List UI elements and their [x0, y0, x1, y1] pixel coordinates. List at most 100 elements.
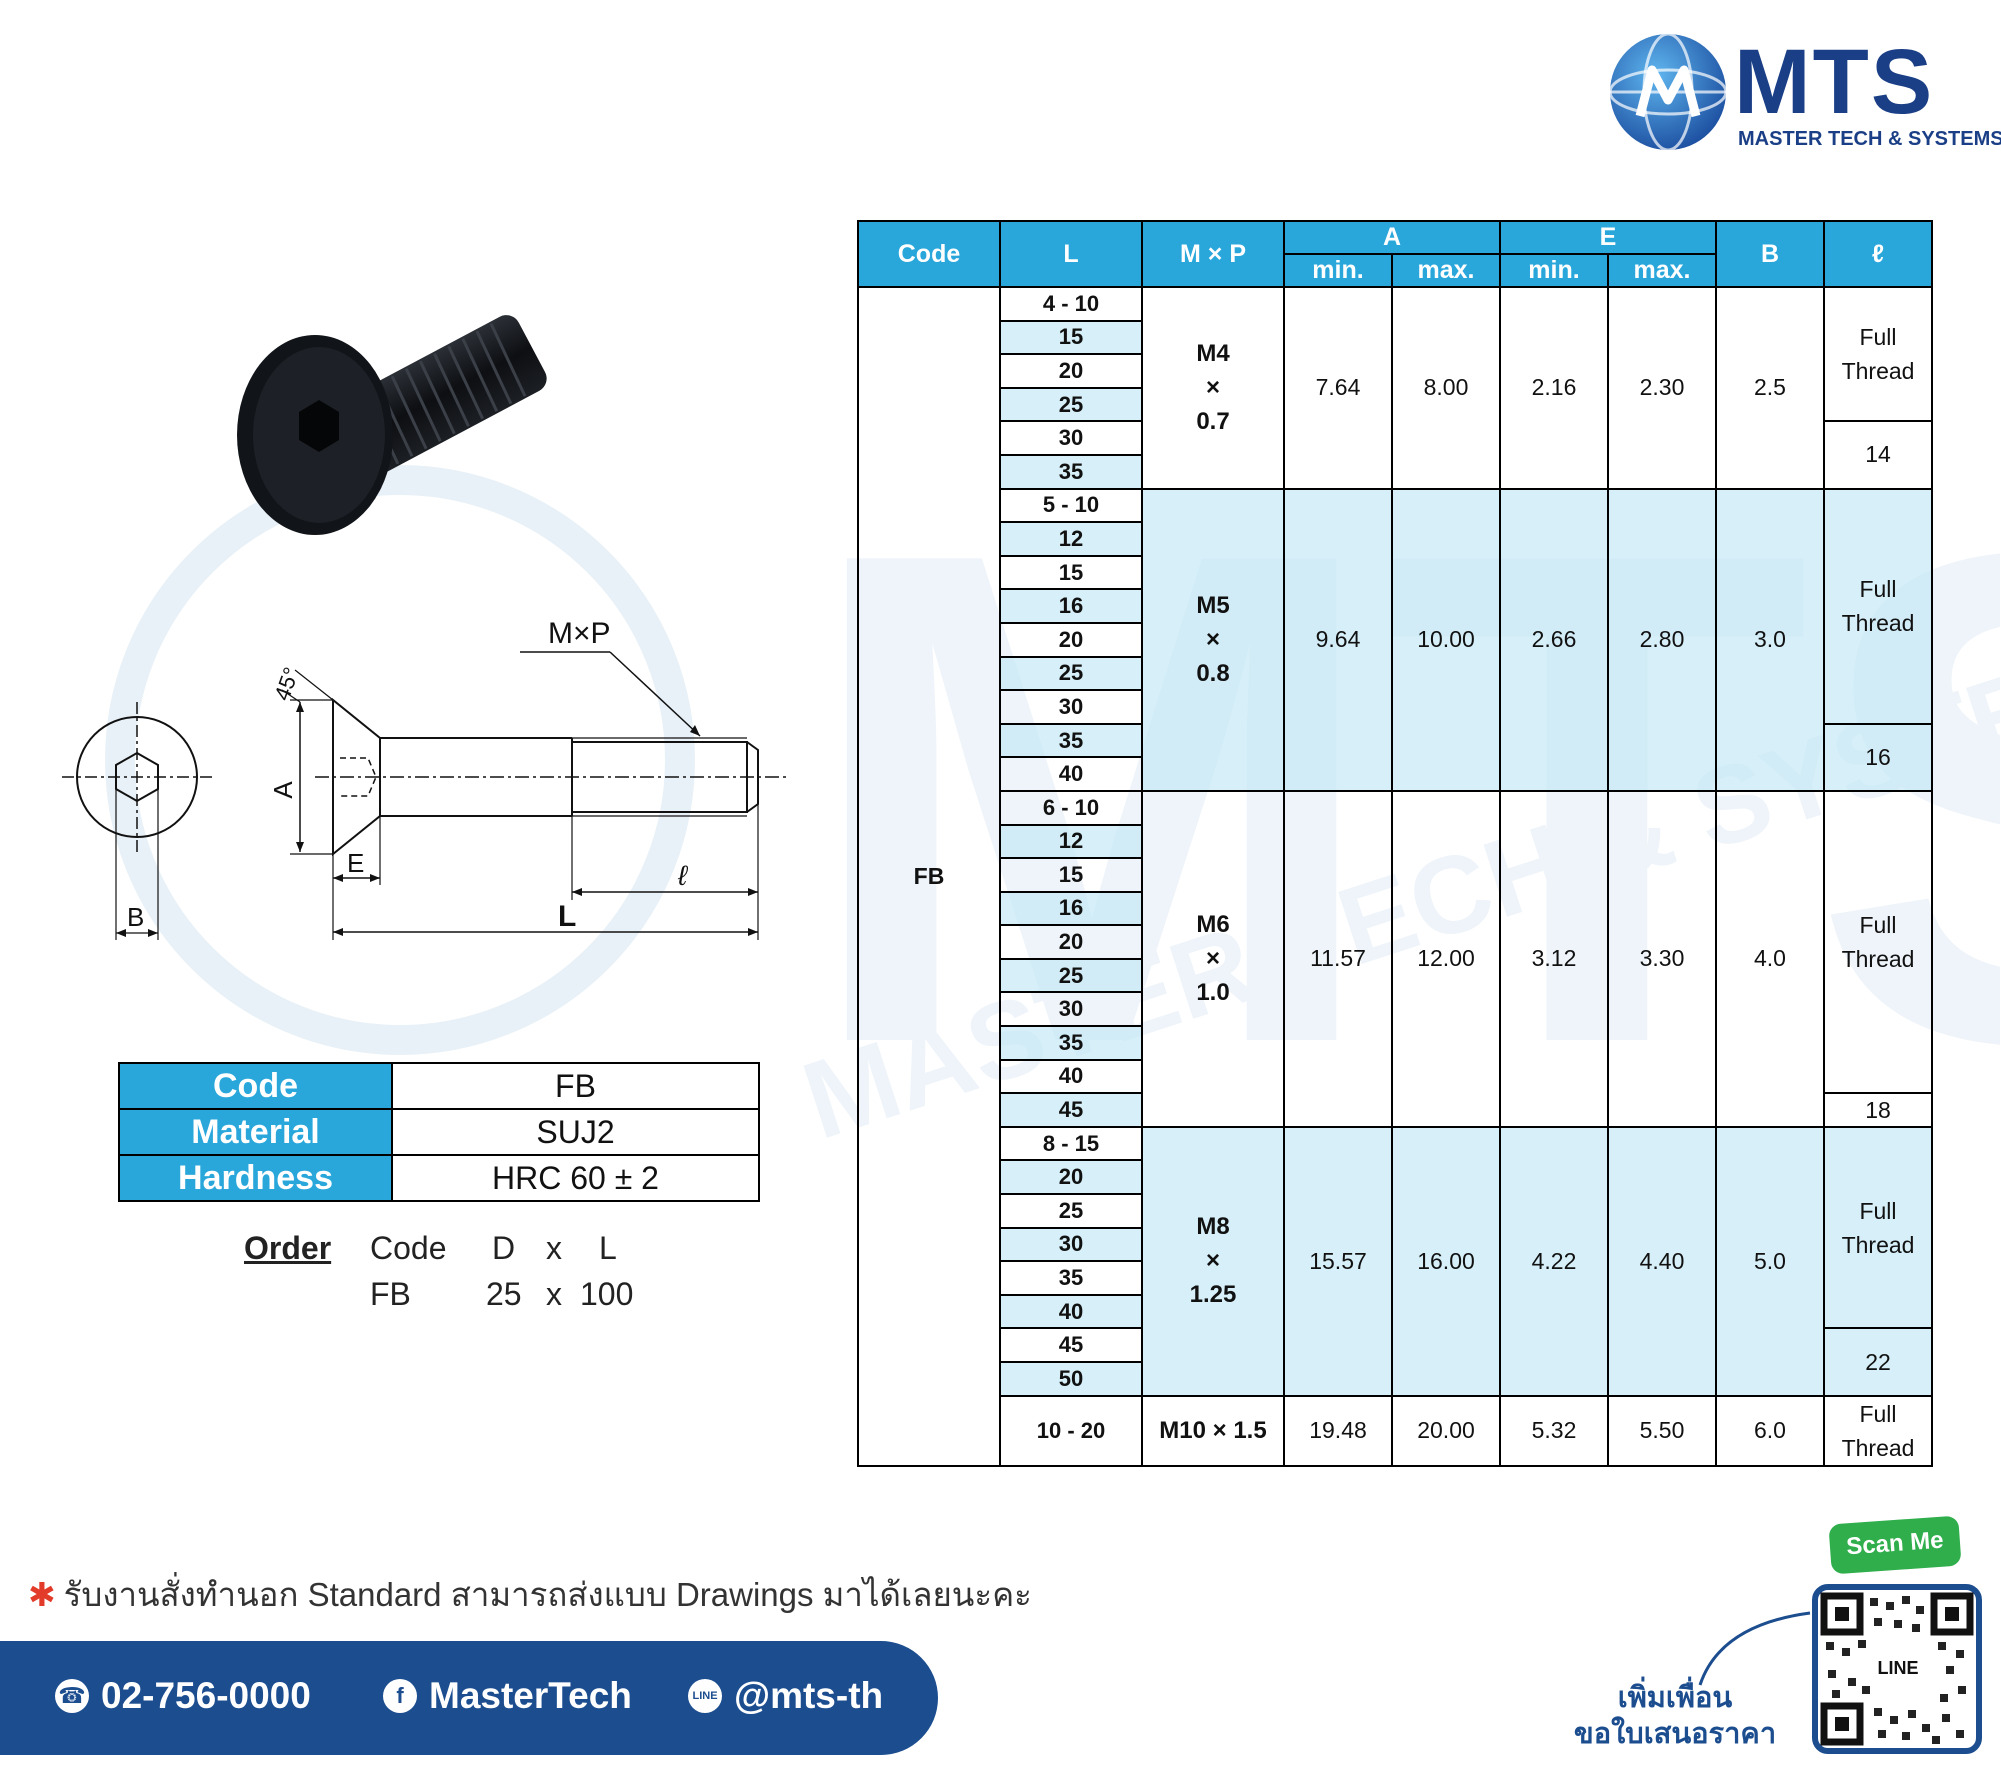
length-cell: 12 [999, 521, 1143, 557]
qr-pattern: LINE [1820, 1592, 1974, 1746]
table-row: 35 [858, 1260, 1932, 1296]
header-a-max: max. [1391, 253, 1501, 288]
e-min-cell: 4.22 [1499, 1125, 1609, 1397]
length-cell: 30 [999, 1226, 1143, 1263]
length-cell: 12 [999, 823, 1143, 860]
length-cell: 16 [999, 890, 1143, 927]
ell-value-cell: 18 [1823, 1092, 1933, 1128]
label-ell: ℓ [677, 860, 689, 891]
mp-line: × [1205, 625, 1220, 653]
table-row: 15 [858, 857, 1932, 893]
b-cell: 6.0 [1715, 1394, 1825, 1467]
table-row: 12 [858, 521, 1932, 557]
mp-line: × [1205, 944, 1220, 972]
a-min-cell: 15.57 [1283, 1125, 1393, 1397]
a-min-cell: 7.64 [1283, 286, 1393, 490]
ell-line: Thread [1841, 946, 1915, 973]
length-cell: 25 [999, 655, 1143, 692]
length-cell: 40 [999, 1058, 1143, 1095]
length-cell: 25 [999, 957, 1143, 994]
length-cell: 16 [999, 588, 1143, 624]
contact-bar: ☎02-756-0000 f MasterTech LINE@mts-th [0, 1641, 938, 1755]
label-a: A [268, 781, 298, 799]
table-row: 30 [858, 689, 1932, 725]
phone-contact[interactable]: ☎02-756-0000 [55, 1675, 311, 1717]
spec-key: Material [118, 1108, 393, 1156]
label-e: E [347, 848, 364, 878]
spec-value: SUJ2 [391, 1108, 760, 1156]
length-cell: 15 [999, 319, 1143, 356]
header-mp: M × P [1141, 220, 1285, 288]
mp-cell: M6×1.0 [1141, 789, 1285, 1128]
mp-line: M6 [1196, 910, 1230, 938]
line-qr-code[interactable]: LINE [1812, 1584, 1982, 1754]
ell-line: Thread [1841, 1231, 1915, 1258]
label-mxp: M×P [548, 617, 611, 650]
a-max-cell: 8.00 [1391, 286, 1501, 490]
length-cell: 20 [999, 353, 1143, 389]
length-cell: 35 [999, 1260, 1143, 1296]
length-cell: 10 - 20 [999, 1394, 1143, 1467]
spec-value: FB [391, 1062, 760, 1110]
e-min-cell: 2.16 [1499, 286, 1609, 490]
table-row: 30 14 [858, 420, 1933, 490]
b-cell: 3.0 [1715, 487, 1825, 792]
custom-order-note: ✱รับงานสั่งทำนอก Standard สามารถส่งแบบ D… [28, 1568, 1032, 1621]
length-cell: 35 [999, 722, 1143, 759]
brand-name: MTS [1734, 31, 1935, 133]
dimension-table: Code L M × P A E B ℓ min. max. min. max.… [857, 220, 1933, 1467]
header-code: Code [857, 220, 1001, 288]
ell-line: Thread [1841, 610, 1915, 637]
e-max-cell: 2.30 [1607, 286, 1717, 490]
ell-line: Full [1859, 324, 1897, 351]
table-row: 40 [858, 1293, 1932, 1330]
table-row: 16 [858, 890, 1932, 927]
length-cell: 35 [999, 453, 1143, 490]
a-min-cell: 19.48 [1283, 1394, 1393, 1467]
facebook-icon: f [383, 1679, 417, 1713]
mp-cell: M10 × 1.5 [1141, 1394, 1285, 1467]
table-row: 30 [858, 991, 1932, 1028]
table-row: 16 [858, 588, 1932, 624]
ell-line: Full [1859, 1197, 1897, 1224]
order-header-l: L [599, 1230, 617, 1266]
order-title: Order [244, 1230, 332, 1266]
line-contact[interactable]: LINE@mts-th [688, 1675, 883, 1717]
a-min-cell: 11.57 [1283, 789, 1393, 1128]
table-row: 15 [858, 554, 1932, 591]
table-row: 35 [858, 1025, 1932, 1061]
ell-line: Full [1859, 1400, 1897, 1427]
ell-value-cell: 14 [1823, 420, 1933, 490]
table-row: 40 [858, 1058, 1932, 1095]
facebook-name: MasterTech [429, 1675, 632, 1716]
mp-line: × [1205, 1247, 1220, 1275]
order-header-code: Code [370, 1230, 447, 1266]
e-min-cell: 5.32 [1499, 1394, 1609, 1467]
order-example-x: x [546, 1276, 562, 1312]
length-cell: 30 [999, 420, 1143, 456]
b-cell: 5.0 [1715, 1125, 1825, 1397]
length-cell: 6 - 10 [999, 789, 1143, 826]
e-max-cell: 5.50 [1607, 1394, 1717, 1467]
order-header-d: D [492, 1230, 516, 1266]
ell-value-cell: 22 [1823, 1327, 1933, 1397]
length-cell: 40 [999, 1293, 1143, 1330]
table-row: 25 [858, 386, 1932, 423]
facebook-contact[interactable]: f MasterTech [383, 1675, 632, 1717]
header-b: B [1715, 220, 1825, 288]
a-max-cell: 16.00 [1391, 1125, 1501, 1397]
table-row: 30 [858, 1226, 1932, 1263]
length-cell: 15 [999, 554, 1143, 591]
length-cell: 20 [999, 621, 1143, 658]
length-cell: 40 [999, 756, 1143, 792]
length-cell: 20 [999, 1159, 1143, 1196]
asterisk-icon: ✱ [28, 1576, 56, 1613]
a-min-cell: 9.64 [1283, 487, 1393, 792]
